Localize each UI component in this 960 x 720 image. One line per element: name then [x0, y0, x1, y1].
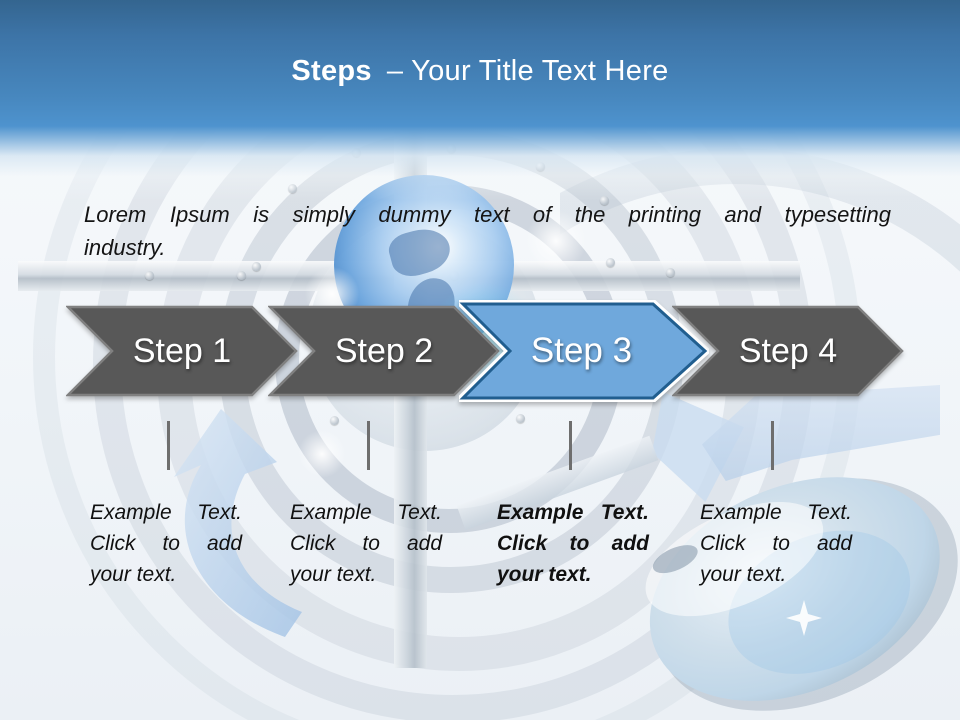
rivet-icon [516, 414, 525, 423]
chevron-arrow-icon [268, 305, 500, 397]
intro-line: industry. [84, 235, 166, 260]
chevron-arrow-icon [672, 305, 904, 397]
title-text: – Your Title Text Here [386, 55, 669, 87]
step-chevron-1: Step 1 [66, 305, 298, 397]
curved-arrow-icon [174, 409, 302, 637]
header-band: Steps – Your Title Text Here [0, 0, 960, 200]
description-line: Click to add [497, 532, 649, 555]
screw-icon [237, 271, 246, 280]
step-description-2: Example Text. Click to add your text. [290, 497, 442, 590]
computer-mouse-icon [645, 477, 958, 711]
step-description-1: Example Text. Click to add your text. [90, 497, 242, 590]
step-label: Step 4 [738, 331, 838, 370]
step-chevron-4: Step 4 [672, 305, 904, 397]
screw-icon [666, 268, 675, 277]
rivet-icon [606, 258, 615, 267]
step-label: Step 3 [530, 331, 633, 370]
connector-line-4 [771, 421, 774, 470]
step-label: Step 2 [334, 331, 434, 370]
description-line: Example Text. [497, 501, 649, 524]
description-line: Example Text. [90, 501, 242, 524]
step-description-4: Example Text. Click to add your text. [700, 497, 852, 590]
rivet-icon [330, 416, 339, 425]
step-chevron-2: Step 2 [268, 305, 500, 397]
description-line: your text. [497, 563, 592, 586]
chevron-arrow-icon [459, 300, 709, 402]
description-line: Example Text. [700, 501, 852, 524]
description-line: your text. [700, 563, 787, 586]
page-title: Steps – Your Title Text Here [0, 55, 960, 88]
step-label: Step 1 [132, 331, 232, 370]
connector-line-2 [367, 421, 370, 470]
step-chevron-3-active: Step 3 [459, 300, 709, 402]
chevron-arrow-icon [66, 305, 298, 397]
screw-icon [145, 271, 154, 280]
description-line: Click to add [90, 532, 242, 555]
description-line: your text. [90, 563, 177, 586]
title-keyword: Steps [291, 55, 372, 87]
connector-line-1 [167, 421, 170, 470]
lens-flare-icon [520, 205, 592, 277]
description-line: Example Text. [290, 501, 442, 524]
rivet-icon [252, 262, 261, 271]
intro-line: Lorem Ipsum is simply dummy text of the … [84, 202, 891, 227]
rivet-icon [600, 196, 609, 205]
lens-flare-icon [294, 426, 350, 482]
description-line: your text. [290, 563, 377, 586]
description-line: Click to add [700, 532, 852, 555]
step-description-3: Example Text. Click to add your text. [497, 497, 649, 590]
connector-line-3 [569, 421, 572, 470]
intro-paragraph: Lorem Ipsum is simply dummy text of the … [84, 198, 891, 264]
description-line: Click to add [290, 532, 442, 555]
